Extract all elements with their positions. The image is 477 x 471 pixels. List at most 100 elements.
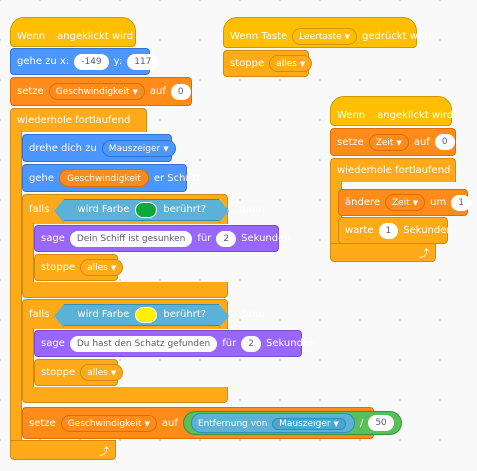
say-text-input[interactable]: Du hast den Schatz gefunden (69, 335, 218, 352)
wait-block[interactable]: warte 1 Sekunden (338, 217, 453, 244)
set-label: setze (337, 136, 364, 148)
move-variable-reporter[interactable]: Geschwindigkeit (59, 169, 149, 187)
if-block-2-footer (22, 387, 228, 403)
goto-x-input[interactable]: -149 (74, 53, 109, 70)
say-for-secs-block-2[interactable]: sage Du hast den Schatz gefunden für 2 S… (34, 330, 315, 357)
set-variable-name: Zeit (375, 137, 394, 148)
point-label: drehe dich zu (29, 142, 97, 154)
stop-option-name: alles (276, 59, 297, 69)
set-value-input[interactable]: 0 (170, 83, 191, 100)
key-name: Leertaste (299, 32, 342, 42)
set-variable-dropdown[interactable]: Zeit▼ (368, 133, 409, 151)
forever-loop-footer: ⤴ (10, 440, 116, 460)
wait-unit-label: Sekunden (403, 225, 453, 236)
dropdown-caret-icon: ▼ (412, 199, 419, 207)
key-hat-label-post: gedrückt wird (362, 31, 431, 42)
if-block-2[interactable]: falls wird Farbe berührt? , dann (22, 299, 265, 329)
if-block-2-arm (22, 328, 34, 390)
if-block-1-arm (22, 223, 34, 285)
color-swatch-green[interactable] (135, 201, 158, 218)
goto-label: gehe zu x: (17, 56, 70, 67)
hat-label-pre: Wenn (337, 109, 366, 121)
touching-label-post: berührt? (163, 309, 207, 320)
stop-block-3[interactable]: stoppe alles▼ (223, 50, 313, 77)
when-key-pressed-hat[interactable]: Wenn Taste Leertaste▼ gedrückt wird (223, 17, 431, 48)
if-label: falls (29, 309, 50, 320)
goto-y-input[interactable]: 117 (127, 53, 159, 70)
loop-arrow-icon: ⤴ (99, 446, 109, 458)
wait-value-input[interactable]: 1 (378, 222, 399, 239)
forever-label: wiederhole fortlaufend (337, 165, 451, 176)
dropdown-caret-icon: ▼ (396, 138, 402, 147)
dropdown-caret-icon: ▼ (299, 60, 306, 68)
forever-loop-block[interactable]: wiederhole fortlaufend (10, 108, 147, 132)
say-for-secs-block-1[interactable]: sage Dein Schiff ist gesunken für 2 Seku… (34, 225, 291, 252)
if-block-1[interactable]: falls wird Farbe berührt? , dann (22, 194, 265, 224)
distance-target-dropdown[interactable]: Mauszeiger▼ (272, 418, 346, 430)
hat-label-pre: Wenn (17, 30, 46, 42)
touching-label-post: berührt? (163, 204, 207, 215)
stop-option-name: alles (87, 368, 108, 378)
hat-label-post: angeklickt wird (57, 30, 134, 42)
goto-y-label: y: (113, 56, 123, 67)
when-flag-clicked-hat-2[interactable]: Wenn angeklickt wird (330, 96, 453, 126)
then-label: , dann (233, 309, 265, 320)
set-variable-dropdown[interactable]: Geschwindigkeit▼ (60, 414, 157, 432)
forever-loop-block-2[interactable]: wiederhole fortlaufend (330, 158, 456, 182)
if-block-1-footer (22, 282, 228, 298)
stop-option-dropdown[interactable]: alles▼ (80, 364, 124, 381)
change-by-label: um (430, 197, 447, 208)
when-flag-clicked-hat[interactable]: Wenn angeklickt wird (10, 17, 136, 47)
say-secs-input[interactable]: 2 (241, 335, 261, 352)
distance-label: Entfernung von (197, 419, 268, 429)
stop-label: stoppe (41, 367, 76, 378)
then-label: , dann (233, 204, 265, 215)
set-variable-block[interactable]: setze Geschwindigkeit▼ auf 0 (10, 77, 192, 106)
change-label: ändere (345, 197, 381, 208)
point-towards-block[interactable]: drehe dich zu Mauszeiger▼ (22, 134, 176, 162)
say-text-input[interactable]: Dein Schiff ist gesunken (69, 230, 193, 247)
divide-value-input[interactable]: 50 (368, 415, 394, 431)
say-unit-label: Sekunden (241, 233, 291, 244)
stop-option-name: alles (87, 263, 108, 273)
wait-label: warte (345, 225, 374, 236)
set-variable-distance-block[interactable]: setze Geschwindigkeit▼ auf Entfernung vo… (22, 407, 402, 439)
stop-block-2[interactable]: stoppe alles▼ (34, 359, 124, 386)
set-variable-dropdown[interactable]: Geschwindigkeit▼ (48, 83, 145, 100)
distance-to-reporter[interactable]: Entfernung von Mauszeiger▼ (190, 413, 355, 433)
dropdown-caret-icon: ▼ (132, 88, 138, 96)
change-value-input[interactable]: 1 (451, 194, 471, 211)
touching-color-condition-2[interactable]: wird Farbe berührt? (54, 303, 229, 328)
set-value-input[interactable]: 0 (434, 134, 455, 150)
stop-option-dropdown[interactable]: alles▼ (80, 259, 124, 276)
dropdown-caret-icon: ▼ (110, 369, 117, 377)
move-label: gehe (29, 172, 54, 184)
dropdown-caret-icon: ▼ (333, 420, 339, 428)
point-target-dropdown[interactable]: Mauszeiger▼ (101, 139, 176, 157)
set-time-block[interactable]: setze Zeit▼ auf 0 (330, 128, 456, 156)
stop-option-dropdown[interactable]: alles▼ (269, 55, 313, 72)
say-for-label: für (197, 233, 212, 244)
divide-operator[interactable]: Entfernung von Mauszeiger▼ / 50 (182, 411, 402, 435)
say-secs-input[interactable]: 2 (216, 230, 237, 247)
color-swatch-yellow[interactable] (135, 306, 158, 323)
change-variable-dropdown[interactable]: Zeit▼ (385, 194, 426, 211)
stop-block-1[interactable]: stoppe alles▼ (34, 254, 124, 281)
key-dropdown[interactable]: Leertaste▼ (292, 28, 358, 45)
touching-label: wird Farbe (77, 204, 130, 215)
dropdown-caret-icon: ▼ (344, 33, 351, 41)
goto-xy-block[interactable]: gehe zu x: -149 y: 117 (10, 48, 159, 75)
move-steps-block[interactable]: gehe Geschwindigkeit er Schritt (22, 164, 200, 192)
set-to-label: auf (161, 417, 178, 429)
distance-target-name: Mauszeiger (279, 419, 331, 429)
key-hat-label-pre: Wenn Taste (230, 31, 288, 42)
set-variable-name: Geschwindigkeit (67, 418, 142, 429)
set-to-label: auf (149, 86, 166, 97)
touching-color-condition-1[interactable]: wird Farbe berührt? (54, 198, 229, 223)
dropdown-caret-icon: ▼ (110, 264, 117, 272)
dropdown-caret-icon: ▼ (144, 419, 150, 428)
change-time-block[interactable]: ändere Zeit▼ um 1 (338, 189, 471, 216)
set-label: setze (29, 417, 56, 429)
stop-label: stoppe (41, 262, 76, 273)
loop-arrow-icon: ⤴ (419, 249, 429, 260)
